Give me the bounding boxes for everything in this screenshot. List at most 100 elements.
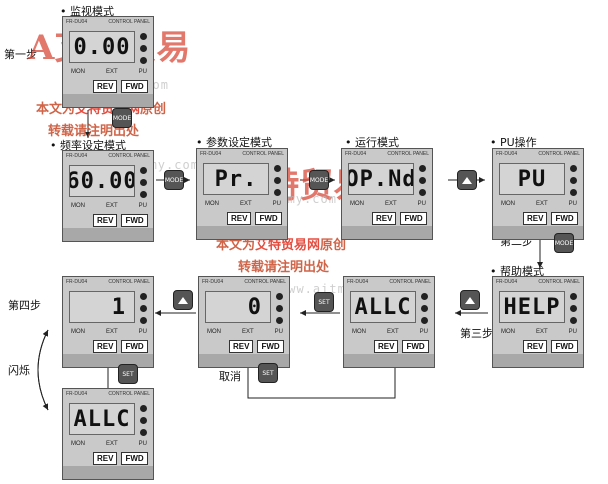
rev-button[interactable]: REV (372, 212, 397, 225)
unit-leds (140, 293, 147, 324)
led-mon: MON (71, 329, 85, 335)
led-ext: EXT (105, 69, 118, 75)
led-mon: MON (71, 69, 85, 75)
rev-button[interactable]: REV (93, 80, 118, 93)
led-mon: MON (207, 329, 221, 335)
fwd-button[interactable]: FWD (255, 212, 282, 225)
label-monitor-mode: • 监视模式 (60, 5, 114, 18)
watermark-line2-mid: 转载请注明出处 (238, 260, 330, 275)
panel-model: FR-DU04 (496, 279, 518, 285)
led-mon: MON (352, 329, 366, 335)
display-allc-bottom: ALLC (69, 403, 135, 435)
panel-brand: CONTROL PANEL (108, 19, 150, 25)
panel-model: FR-DU04 (66, 279, 88, 285)
display-freq: 60.00 (69, 165, 135, 197)
mode-key-step2[interactable]: MODE (554, 233, 574, 253)
fwd-button[interactable]: FWD (121, 340, 148, 353)
fwd-button[interactable]: FWD (121, 214, 148, 227)
panel-brand: CONTROL PANEL (387, 151, 429, 157)
fwd-button[interactable]: FWD (121, 80, 148, 93)
fwd-button[interactable]: FWD (121, 452, 148, 465)
label-step4: 第四步 (8, 299, 41, 312)
led-ext: EXT (105, 329, 118, 335)
panel-model: FR-DU04 (496, 151, 518, 157)
display-help: HELP (499, 291, 565, 323)
fwd-button[interactable]: FWD (257, 340, 284, 353)
rev-button[interactable]: REV (227, 212, 252, 225)
fwd-button[interactable]: FWD (400, 212, 427, 225)
rev-button[interactable]: REV (374, 340, 399, 353)
panel-model: FR-DU04 (66, 153, 88, 159)
led-mon: MON (71, 441, 85, 447)
rev-button[interactable]: REV (523, 340, 548, 353)
panel-model: FR-DU04 (202, 279, 224, 285)
mode-key-freq[interactable]: MODE (164, 170, 184, 190)
panel-model: FR-DU04 (347, 279, 369, 285)
rev-button[interactable]: REV (523, 212, 548, 225)
led-ext: EXT (535, 201, 548, 207)
led-ext: EXT (386, 329, 399, 335)
label-run-mode: • 运行模式 (345, 136, 399, 149)
panel-brand: CONTROL PANEL (244, 279, 286, 285)
panel-brand: CONTROL PANEL (538, 151, 580, 157)
panel-brand: CONTROL PANEL (242, 151, 284, 157)
display-one: 1 (69, 291, 135, 323)
label-param-setting-mode: • 参数设定模式 (196, 136, 272, 149)
panel-model: FR-DU04 (66, 391, 88, 397)
label-step3: 第三步 (460, 327, 493, 340)
set-key-allc[interactable]: SET (314, 292, 334, 312)
led-ext: EXT (535, 329, 548, 335)
label-pu-operation: • PU操作 (490, 136, 537, 149)
rev-button[interactable]: REV (93, 340, 118, 353)
label-blink: 闪烁 (8, 364, 30, 377)
unit-leds (140, 167, 147, 198)
set-key-cancel[interactable]: SET (258, 363, 278, 383)
set-key-step4[interactable]: SET (118, 364, 138, 384)
led-ext: EXT (105, 203, 118, 209)
led-pu: PU (419, 329, 428, 335)
panel-model: FR-DU04 (345, 151, 367, 157)
up-arrow-key-zero[interactable] (173, 290, 193, 310)
up-arrow-key-run[interactable] (457, 170, 477, 190)
fwd-button[interactable]: FWD (551, 212, 578, 225)
led-mon: MON (71, 203, 85, 209)
panel-brand: CONTROL PANEL (108, 391, 150, 397)
led-pu: PU (272, 201, 281, 207)
display-pu: PU (499, 163, 565, 195)
led-pu: PU (138, 203, 147, 209)
led-pu: PU (138, 441, 147, 447)
panel-model: FR-DU04 (200, 151, 222, 157)
panel-brand: CONTROL PANEL (108, 279, 150, 285)
rev-button[interactable]: REV (229, 340, 254, 353)
mode-key-param[interactable]: MODE (309, 170, 329, 190)
led-pu: PU (274, 329, 283, 335)
unit-leds (274, 165, 281, 196)
unit-leds (419, 165, 426, 196)
led-pu: PU (568, 201, 577, 207)
led-ext: EXT (384, 201, 397, 207)
led-pu: PU (138, 69, 147, 75)
led-mon: MON (205, 201, 219, 207)
panel-brand: CONTROL PANEL (108, 153, 150, 159)
label-help-mode: • 帮助模式 (490, 265, 544, 278)
up-arrow-key-help[interactable] (460, 290, 480, 310)
display-run: OP.Nd (348, 163, 414, 195)
fwd-button[interactable]: FWD (551, 340, 578, 353)
led-ext: EXT (241, 329, 254, 335)
fwd-button[interactable]: FWD (402, 340, 429, 353)
panel-brand: CONTROL PANEL (389, 279, 431, 285)
unit-leds (140, 33, 147, 64)
display-monitor: 0.00 (69, 31, 135, 63)
rev-button[interactable]: REV (93, 452, 118, 465)
mode-key-step1[interactable]: MODE (112, 108, 132, 128)
led-pu: PU (138, 329, 147, 335)
label-freq-setting-mode: • 频率设定模式 (50, 139, 126, 152)
rev-button[interactable]: REV (93, 214, 118, 227)
